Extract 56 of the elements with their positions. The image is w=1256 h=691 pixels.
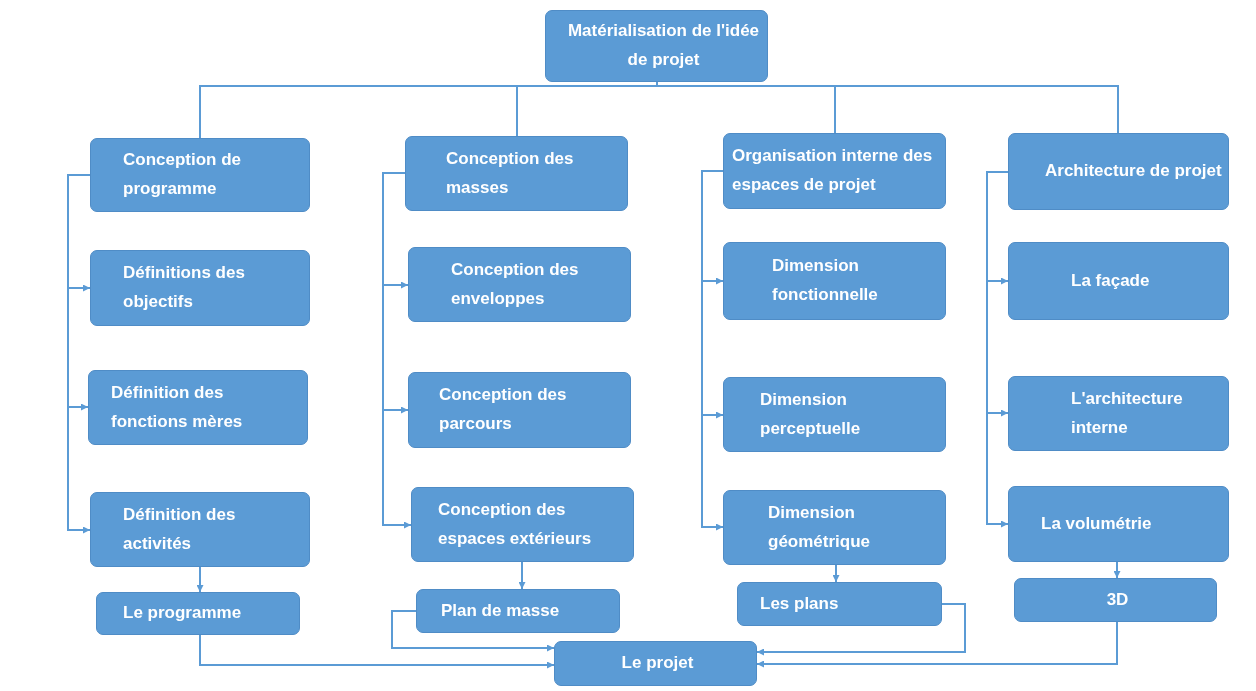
box-label: Organisation interne des espaces de projet	[732, 145, 934, 196]
process-box	[1008, 486, 1229, 562]
process-box	[737, 582, 942, 626]
connector-arrow	[756, 621, 1118, 668]
connector-arrow	[756, 603, 966, 656]
box-label: Conception des enveloppes	[451, 258, 580, 310]
box-label: Le projet	[621, 652, 694, 675]
process-box	[416, 589, 620, 633]
box-label: Matérialisation de l'idée de projet	[566, 20, 761, 71]
process-box	[723, 377, 946, 452]
box-label: La façade	[1071, 269, 1150, 292]
connector-arrow	[518, 561, 526, 590]
process-box	[90, 250, 310, 326]
process-box	[554, 641, 757, 686]
process-box	[1008, 242, 1229, 320]
connector-arrow	[391, 610, 555, 652]
process-box	[1014, 578, 1217, 622]
process-box	[1008, 133, 1229, 210]
process-box	[545, 10, 768, 82]
process-box	[723, 133, 946, 209]
process-box	[90, 138, 310, 212]
connector-arrow	[67, 174, 91, 534]
connector-arrow	[986, 171, 1009, 528]
connector-arrow	[701, 170, 724, 531]
process-box	[90, 492, 310, 567]
box-label: Dimension géométrique	[768, 501, 872, 553]
process-box	[723, 490, 946, 565]
connector-arrow	[1113, 561, 1121, 579]
box-label: Conception des parcours	[439, 384, 568, 435]
box-label: Définition des activités	[123, 503, 237, 555]
box-label: Dimension perceptuelle	[760, 388, 862, 440]
box-label: L'architecture interne	[1071, 387, 1184, 439]
box-label: Définition des fonctions mères	[111, 381, 244, 433]
box-label: Définitions des objectifs	[123, 262, 246, 313]
box-label: Conception des masses	[446, 147, 575, 199]
process-box	[405, 136, 628, 211]
connector-arrow	[382, 172, 412, 529]
process-box	[411, 487, 634, 562]
box-label: Architecture de projet	[1045, 160, 1222, 183]
connector-arrow	[832, 564, 840, 583]
box-label: 3D	[1106, 588, 1129, 611]
box-label: Conception des espaces extérieurs	[438, 498, 593, 550]
box-label: Le programme	[123, 602, 242, 625]
box-label: La volumétrie	[1041, 512, 1152, 535]
connector-arrow	[196, 566, 204, 593]
process-box	[1008, 376, 1229, 451]
box-label: Les plans	[760, 592, 839, 615]
process-box	[88, 370, 308, 445]
process-box	[96, 592, 300, 635]
connector-arrow	[199, 634, 555, 669]
process-box	[723, 242, 946, 320]
box-label: Conception de programme	[123, 149, 243, 200]
box-label: Plan de masse	[441, 599, 560, 622]
process-box	[408, 372, 631, 448]
process-box	[408, 247, 631, 322]
box-label: Dimension fonctionnelle	[772, 255, 879, 306]
